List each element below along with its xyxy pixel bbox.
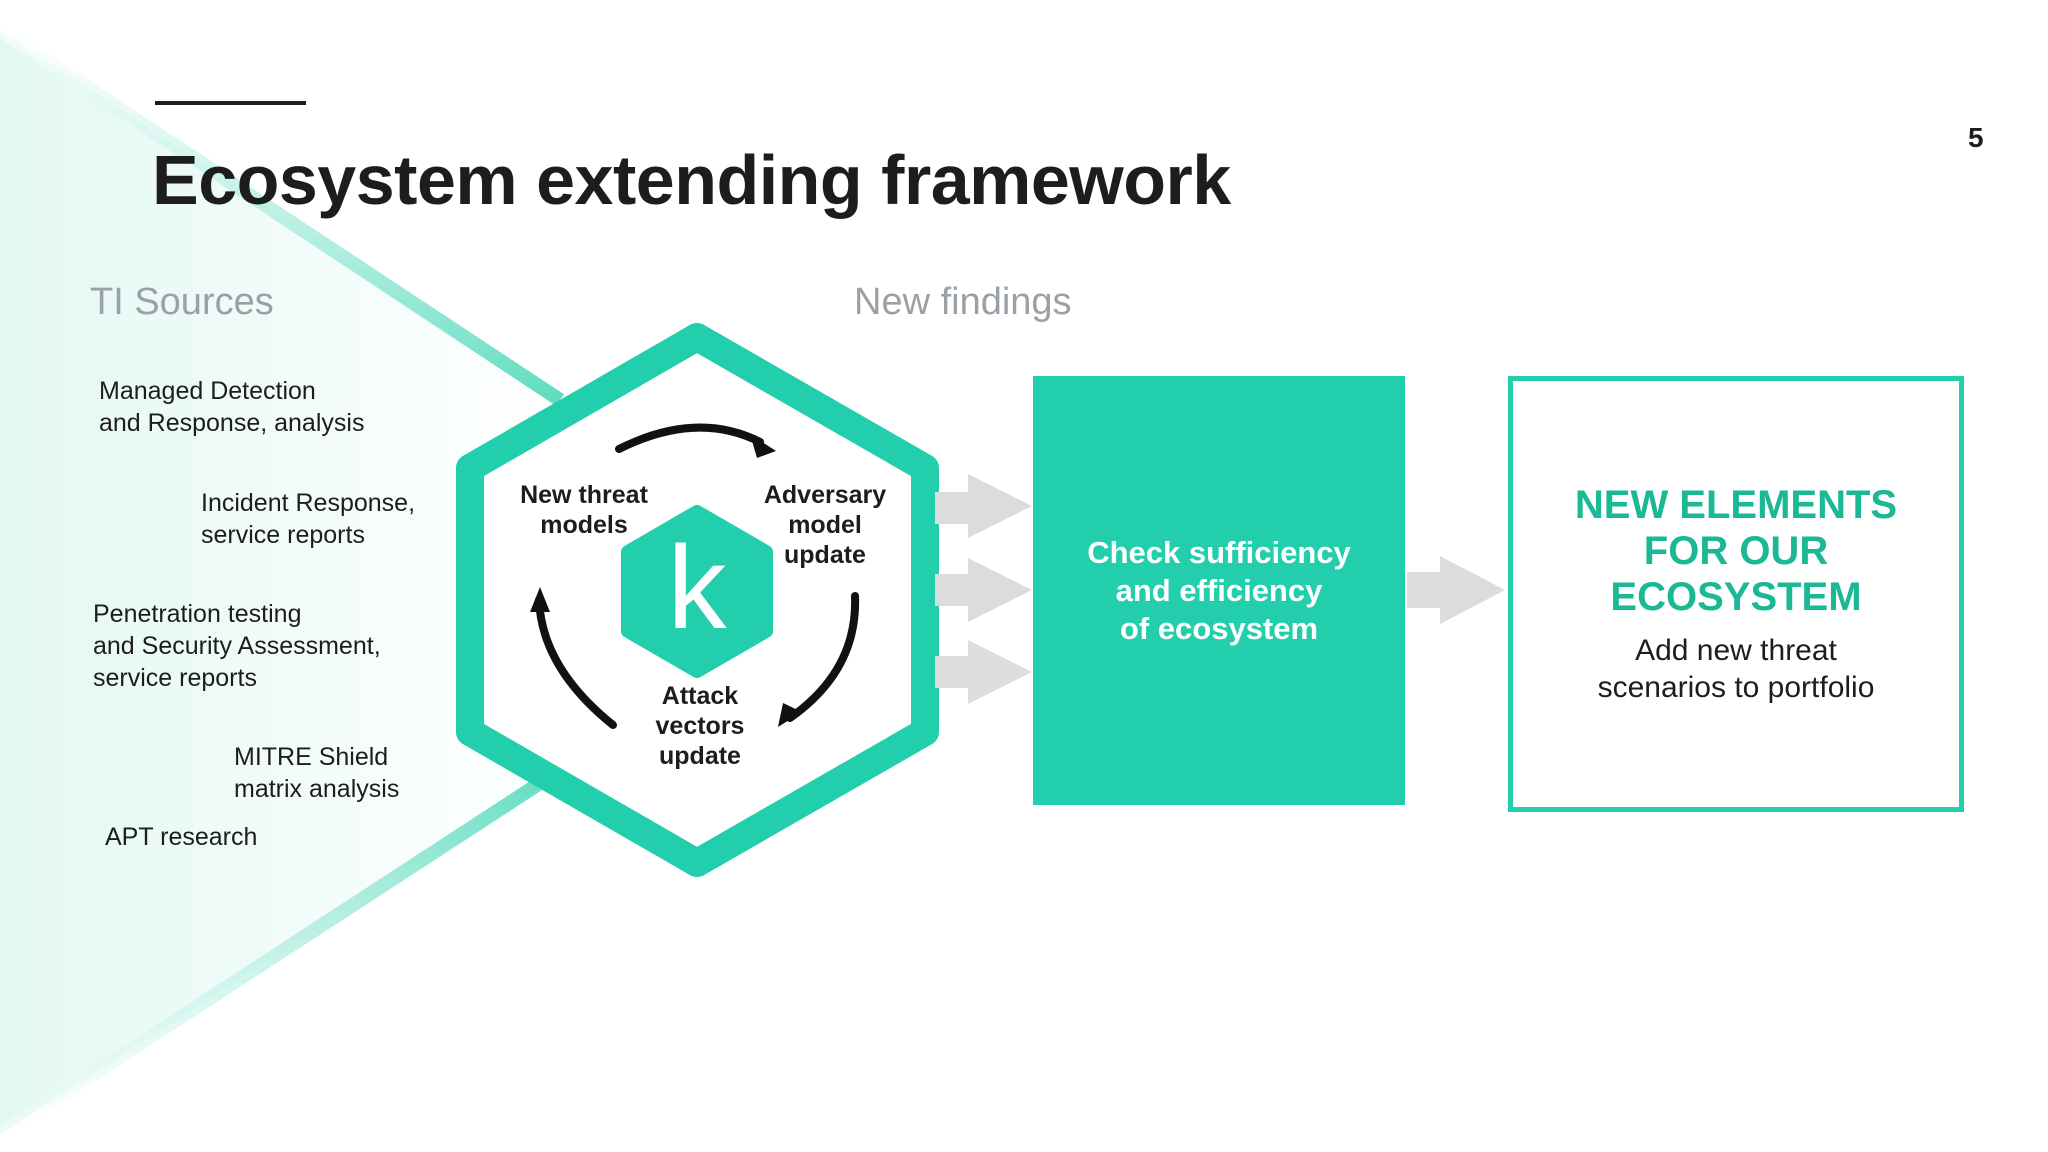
- cycle-arrowheads: [530, 434, 802, 727]
- source-item: MITRE Shield matrix analysis: [234, 743, 400, 803]
- slide-title: Ecosystem extending framework: [152, 141, 1231, 219]
- source-item: Managed Detection and Response, analysis: [99, 377, 365, 437]
- source-item: Incident Response, service reports: [201, 489, 416, 549]
- page-number: 5: [1968, 122, 1984, 153]
- cycle-arrows: [535, 423, 860, 729]
- new-elements-title: NEW ELEMENTS FOR OUR ECOSYSTEM: [1574, 483, 1898, 619]
- cycle-step-adversary-model-update: Adversary model update: [763, 481, 887, 569]
- source-item: Penetration testing and Security Assessm…: [93, 600, 381, 692]
- check-sufficiency-text: Check sufficiency and efficiency of ecos…: [1087, 534, 1351, 646]
- new-findings-heading: New findings: [854, 281, 1072, 323]
- flow-arrows-to-check: [935, 474, 1032, 704]
- check-sufficiency-box: Check sufficiency and efficiency of ecos…: [1033, 376, 1405, 805]
- cycle-step-new-threat-models: New threat models: [520, 481, 648, 539]
- kaspersky-logo: k: [621, 505, 773, 678]
- cycle-step-attack-vectors-update: Attack vectors update: [655, 682, 745, 770]
- new-elements-subtitle: Add new threat scenarios to portfolio: [1597, 634, 1875, 704]
- svg-text:k: k: [668, 522, 728, 654]
- flow-arrow-to-elements: [1407, 556, 1505, 624]
- new-elements-box: NEW ELEMENTS FOR OUR ECOSYSTEM Add new t…: [1508, 376, 1964, 812]
- title-rule: [155, 101, 306, 105]
- source-item: APT research: [105, 823, 258, 851]
- ti-sources-heading: TI Sources: [90, 281, 274, 323]
